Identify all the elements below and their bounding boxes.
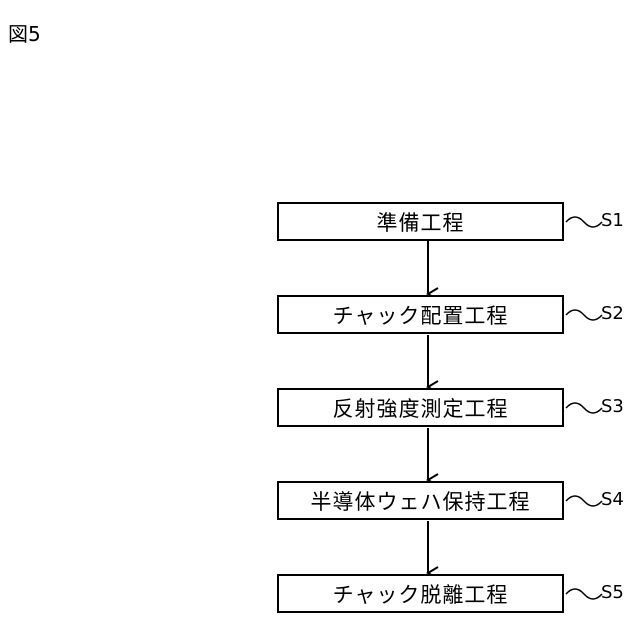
leader-line-s3 [566, 403, 602, 413]
step-box-s3: 反射強度測定工程 [277, 388, 564, 427]
leader-line-s5 [566, 589, 602, 599]
step-box-s4: 半導体ウェハ保持工程 [277, 481, 564, 520]
step-box-s1: 準備工程 [277, 202, 564, 241]
step-id-s2: S2 [601, 303, 624, 325]
step-id-s1: S1 [601, 210, 624, 232]
leader-line-s2 [566, 310, 602, 320]
leader-line-s4 [566, 496, 602, 506]
leader-line-s1 [566, 217, 602, 227]
step-box-s2: チャック配置工程 [277, 295, 564, 334]
step-id-s3: S3 [601, 396, 624, 418]
step-id-s4: S4 [601, 489, 624, 511]
step-id-s5: S5 [601, 582, 624, 604]
step-box-s5: チャック脱離工程 [277, 574, 564, 613]
